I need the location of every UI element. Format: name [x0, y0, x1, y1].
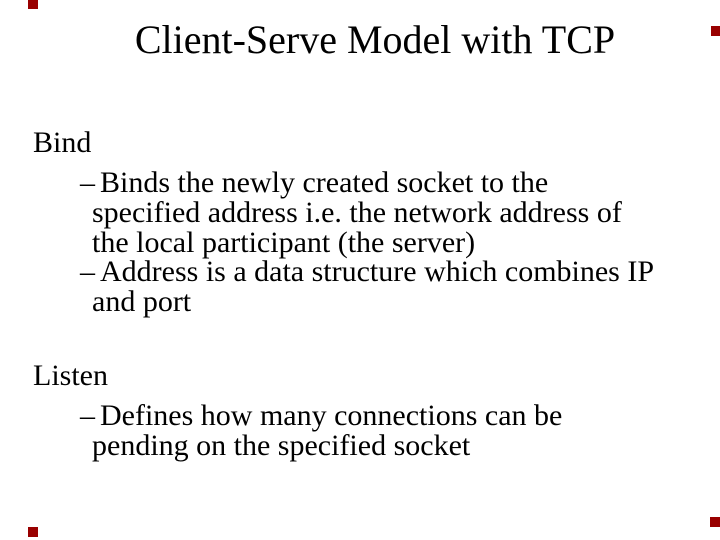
section-heading-listen: Listen	[33, 359, 108, 392]
bullet-line: pending on the specified socket	[92, 429, 471, 462]
bullet-line: –Address is a data structure which combi…	[80, 257, 654, 287]
section-heading-bind: Bind	[33, 126, 92, 159]
bullet-text: Binds the newly created socket to the	[100, 166, 549, 199]
corner-marker	[711, 26, 720, 36]
slide-title: Client-Serve Model with TCP	[134, 17, 616, 62]
bullet-line: specified address i.e. the network addre…	[92, 196, 622, 229]
dash-bullet-icon: –	[80, 255, 95, 288]
bullet-line: –Binds the newly created socket to the	[80, 168, 548, 198]
corner-marker	[28, 527, 38, 537]
dash-bullet-icon: –	[80, 166, 95, 199]
bullet-line: the local participant (the server)	[92, 226, 476, 259]
bullet-text: Defines how many connections can be	[100, 399, 563, 432]
bullet-line: –Defines how many connections can be	[80, 401, 562, 431]
bullet-text: Address is a data structure which combin…	[100, 255, 655, 288]
bullet-line: and port	[92, 285, 192, 318]
dash-bullet-icon: –	[80, 399, 95, 432]
corner-marker	[28, 0, 38, 9]
corner-marker	[710, 517, 720, 527]
